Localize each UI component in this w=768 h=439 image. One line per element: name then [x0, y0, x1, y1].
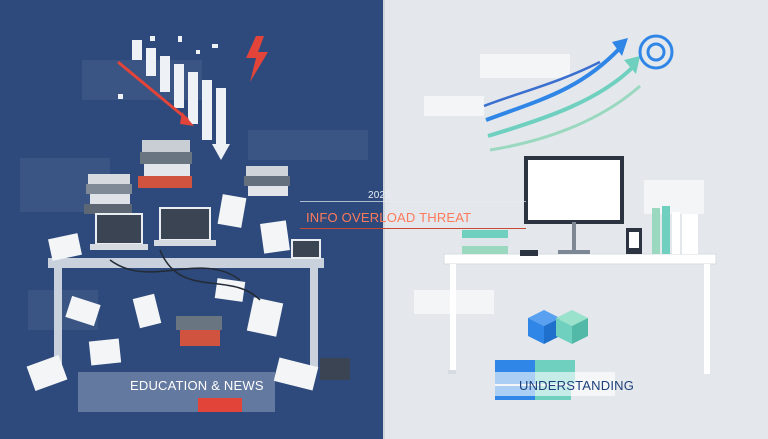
bg-ghost-block: [248, 130, 368, 160]
target-icon: [638, 34, 674, 70]
left-label-accent: [198, 398, 242, 412]
year-label: 2026: [368, 190, 392, 201]
lightning-icon: [246, 36, 268, 82]
left-label-box: [78, 372, 275, 412]
clean-desk: [443, 156, 717, 374]
headline-rule: [300, 228, 526, 229]
right-label: UNDERSTANDING: [519, 378, 635, 393]
year-rule: [300, 201, 526, 202]
bg-ghost-block: [424, 96, 484, 116]
bg-ghost-block: [480, 54, 570, 78]
rising-trend-icon: [483, 38, 641, 152]
cluttered-desk: [26, 140, 350, 392]
left-label: EDUCATION & NEWS: [130, 378, 264, 393]
panel-divider: [383, 0, 385, 439]
falling-chart-icon: [117, 36, 230, 160]
right-label-box: [495, 372, 615, 396]
headline: INFO OVERLOAD THREAT: [306, 210, 472, 225]
blocks-icon: [528, 310, 588, 344]
